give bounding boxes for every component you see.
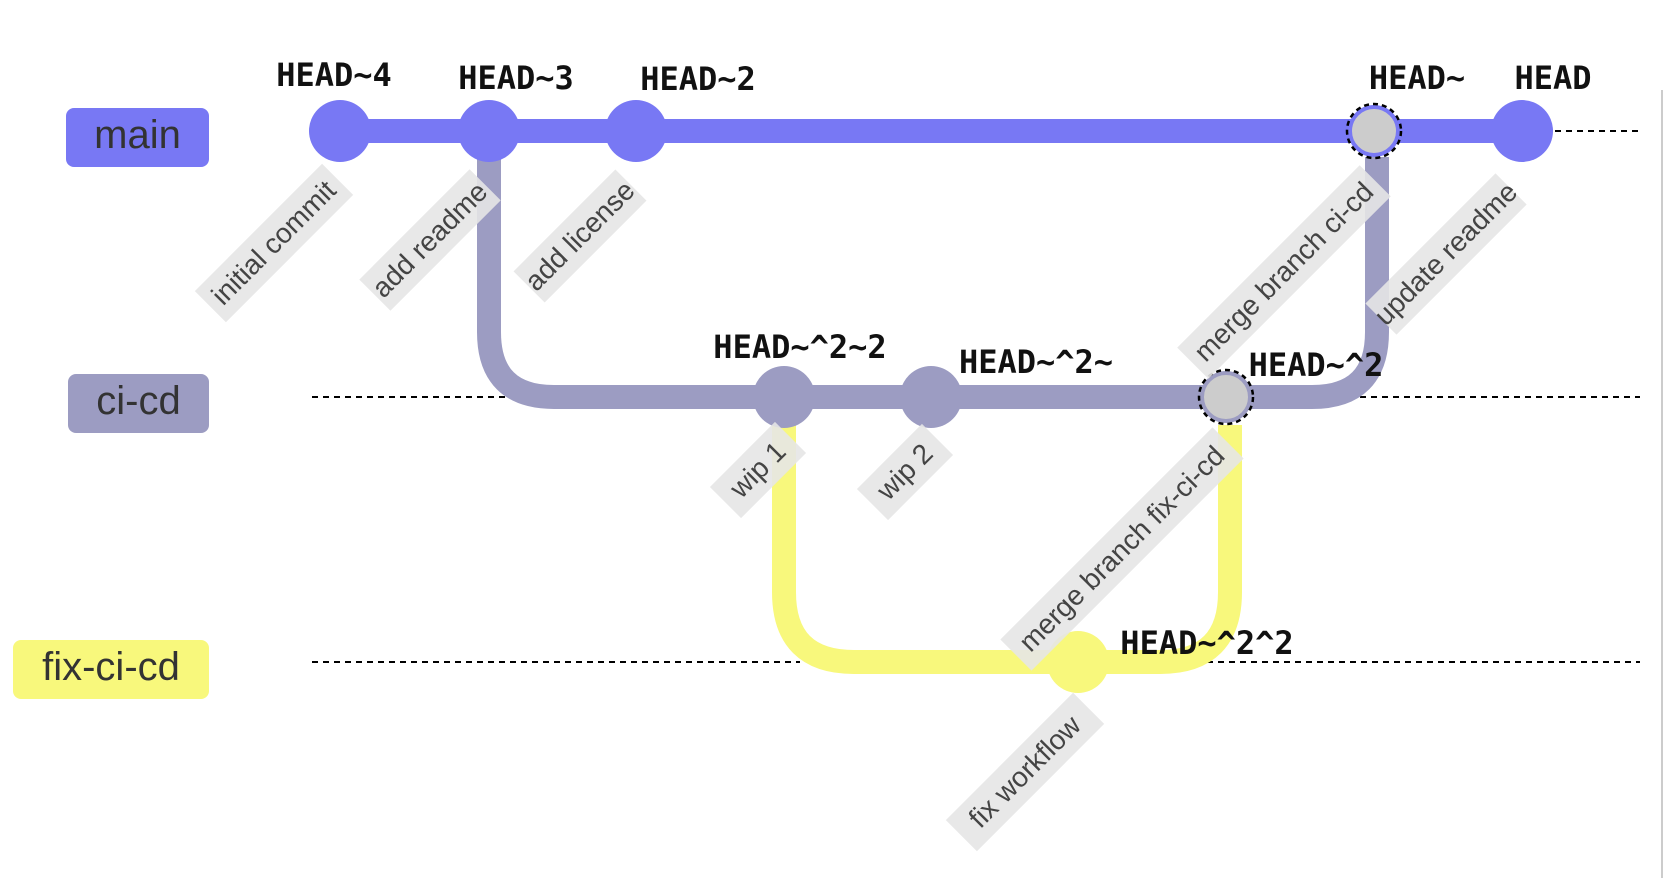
commit-message-wip-2: wip 2 [856,423,954,521]
commit-message-bg [1365,173,1527,335]
commit-message-bg [945,692,1105,852]
branch-label-main-bg [66,108,209,167]
ref-labels: HEAD~4 HEAD~3 HEAD~2 HEAD~^2~2 HEAD~^2~ … [276,56,1591,662]
commit-node-wip-2 [900,366,962,428]
commit-message-text: initial commit [205,174,341,310]
branch-label-main-text: main [94,113,181,157]
branch-label-fix-ci-cd-bg [13,640,209,699]
commit-message-bg [1177,165,1391,379]
branch-label-ci-cd: ci-cd [68,374,209,433]
commit-message-bg [1000,427,1244,671]
commit-message-text: fix workflow [963,709,1088,834]
merge-node-ci-cd [1348,105,1400,157]
commit-message-text: add readme [366,176,494,304]
fix-ci-cd-branch-line [772,397,1242,674]
ref-label-head-3: HEAD~3 [458,59,574,97]
ref-label-head-tilde: HEAD~ [1369,59,1465,97]
commit-messages: initial commit add readme add license wi… [194,163,1527,852]
ci-cd-branch-line [477,131,1389,409]
commit-message-text: add license [519,175,641,297]
commit-node-head-3 [458,100,520,162]
merge-node-fix-ci-cd [1200,371,1252,423]
branch-label-ci-cd-text: ci-cd [96,379,180,423]
ref-label-head-4: HEAD~4 [276,56,392,94]
commit-message-text: merge branch ci-cd [1188,176,1379,367]
commit-message-bg [513,169,647,303]
commit-node-wip-1 [753,366,815,428]
merge-node-fix-ci-cd-ring [1197,368,1255,426]
commit-message-bg [359,169,501,311]
commit-message-fix-workflow: fix workflow [945,692,1105,852]
commit-node-head-4 [309,100,371,162]
merge-node-ci-cd-ring [1345,102,1403,160]
commit-message-text: update readme [1368,176,1523,331]
commit-nodes [309,100,1553,693]
commit-message-bg [709,421,807,519]
commit-message-add-license: add license [513,169,647,303]
commit-message-initial-commit: initial commit [194,163,354,323]
commit-node-fix-workflow [1047,631,1109,693]
commit-message-bg [194,163,354,323]
ref-label-head-tilde-caret-2-caret-2: HEAD~^2^2 [1120,624,1293,662]
ref-label-head-2: HEAD~2 [640,60,756,98]
branch-label-ci-cd-bg [68,374,209,433]
commit-message-bg [856,423,954,521]
commit-node-head [1491,100,1553,162]
ref-label-head-tilde-caret-2-tilde: HEAD~^2~ [959,343,1113,381]
ref-label-head: HEAD [1514,59,1591,97]
branch-label-main: main [66,108,209,167]
ref-label-head-tilde-caret-2-tilde-2: HEAD~^2~2 [713,328,886,366]
ref-label-head-tilde-caret-2: HEAD~^2 [1249,346,1384,384]
guide-lines [312,130,1640,663]
branch-label-fix-ci-cd-text: fix-ci-cd [42,645,180,689]
branch-label-fix-ci-cd: fix-ci-cd [13,640,209,699]
commit-node-head-2 [605,100,667,162]
